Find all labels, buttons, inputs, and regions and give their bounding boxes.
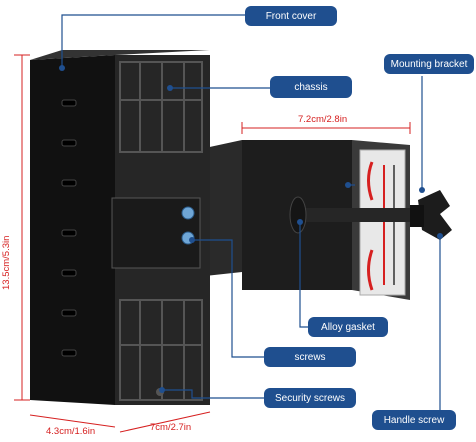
dimension-lines <box>14 54 411 433</box>
front-cover-label: Front cover <box>245 6 337 26</box>
device-body <box>30 50 210 405</box>
mounting-bracket-label: Mounting bracket <box>384 54 474 74</box>
bracket-width-dimension: 7.2cm/2.8in <box>298 114 348 125</box>
handle-screw <box>410 190 452 240</box>
side-slots <box>61 99 77 357</box>
front-width-dimension: 4.3cm/1.6in <box>46 426 96 437</box>
warning-sticker <box>367 161 395 291</box>
height-dimension: 13.5cm/5.3in <box>1 235 12 290</box>
callout-lines <box>61 14 441 410</box>
chassis-label: chassis <box>270 76 352 98</box>
alloy-gasket-label: Alloy gasket <box>308 317 388 337</box>
handle-screw-label: Handle screw <box>372 410 456 430</box>
screw-icon <box>181 206 195 220</box>
security-screws-label: Security screws <box>264 388 356 408</box>
depth-dimension: 7cm/2.7in <box>150 422 192 433</box>
screws-label: screws <box>264 347 356 367</box>
